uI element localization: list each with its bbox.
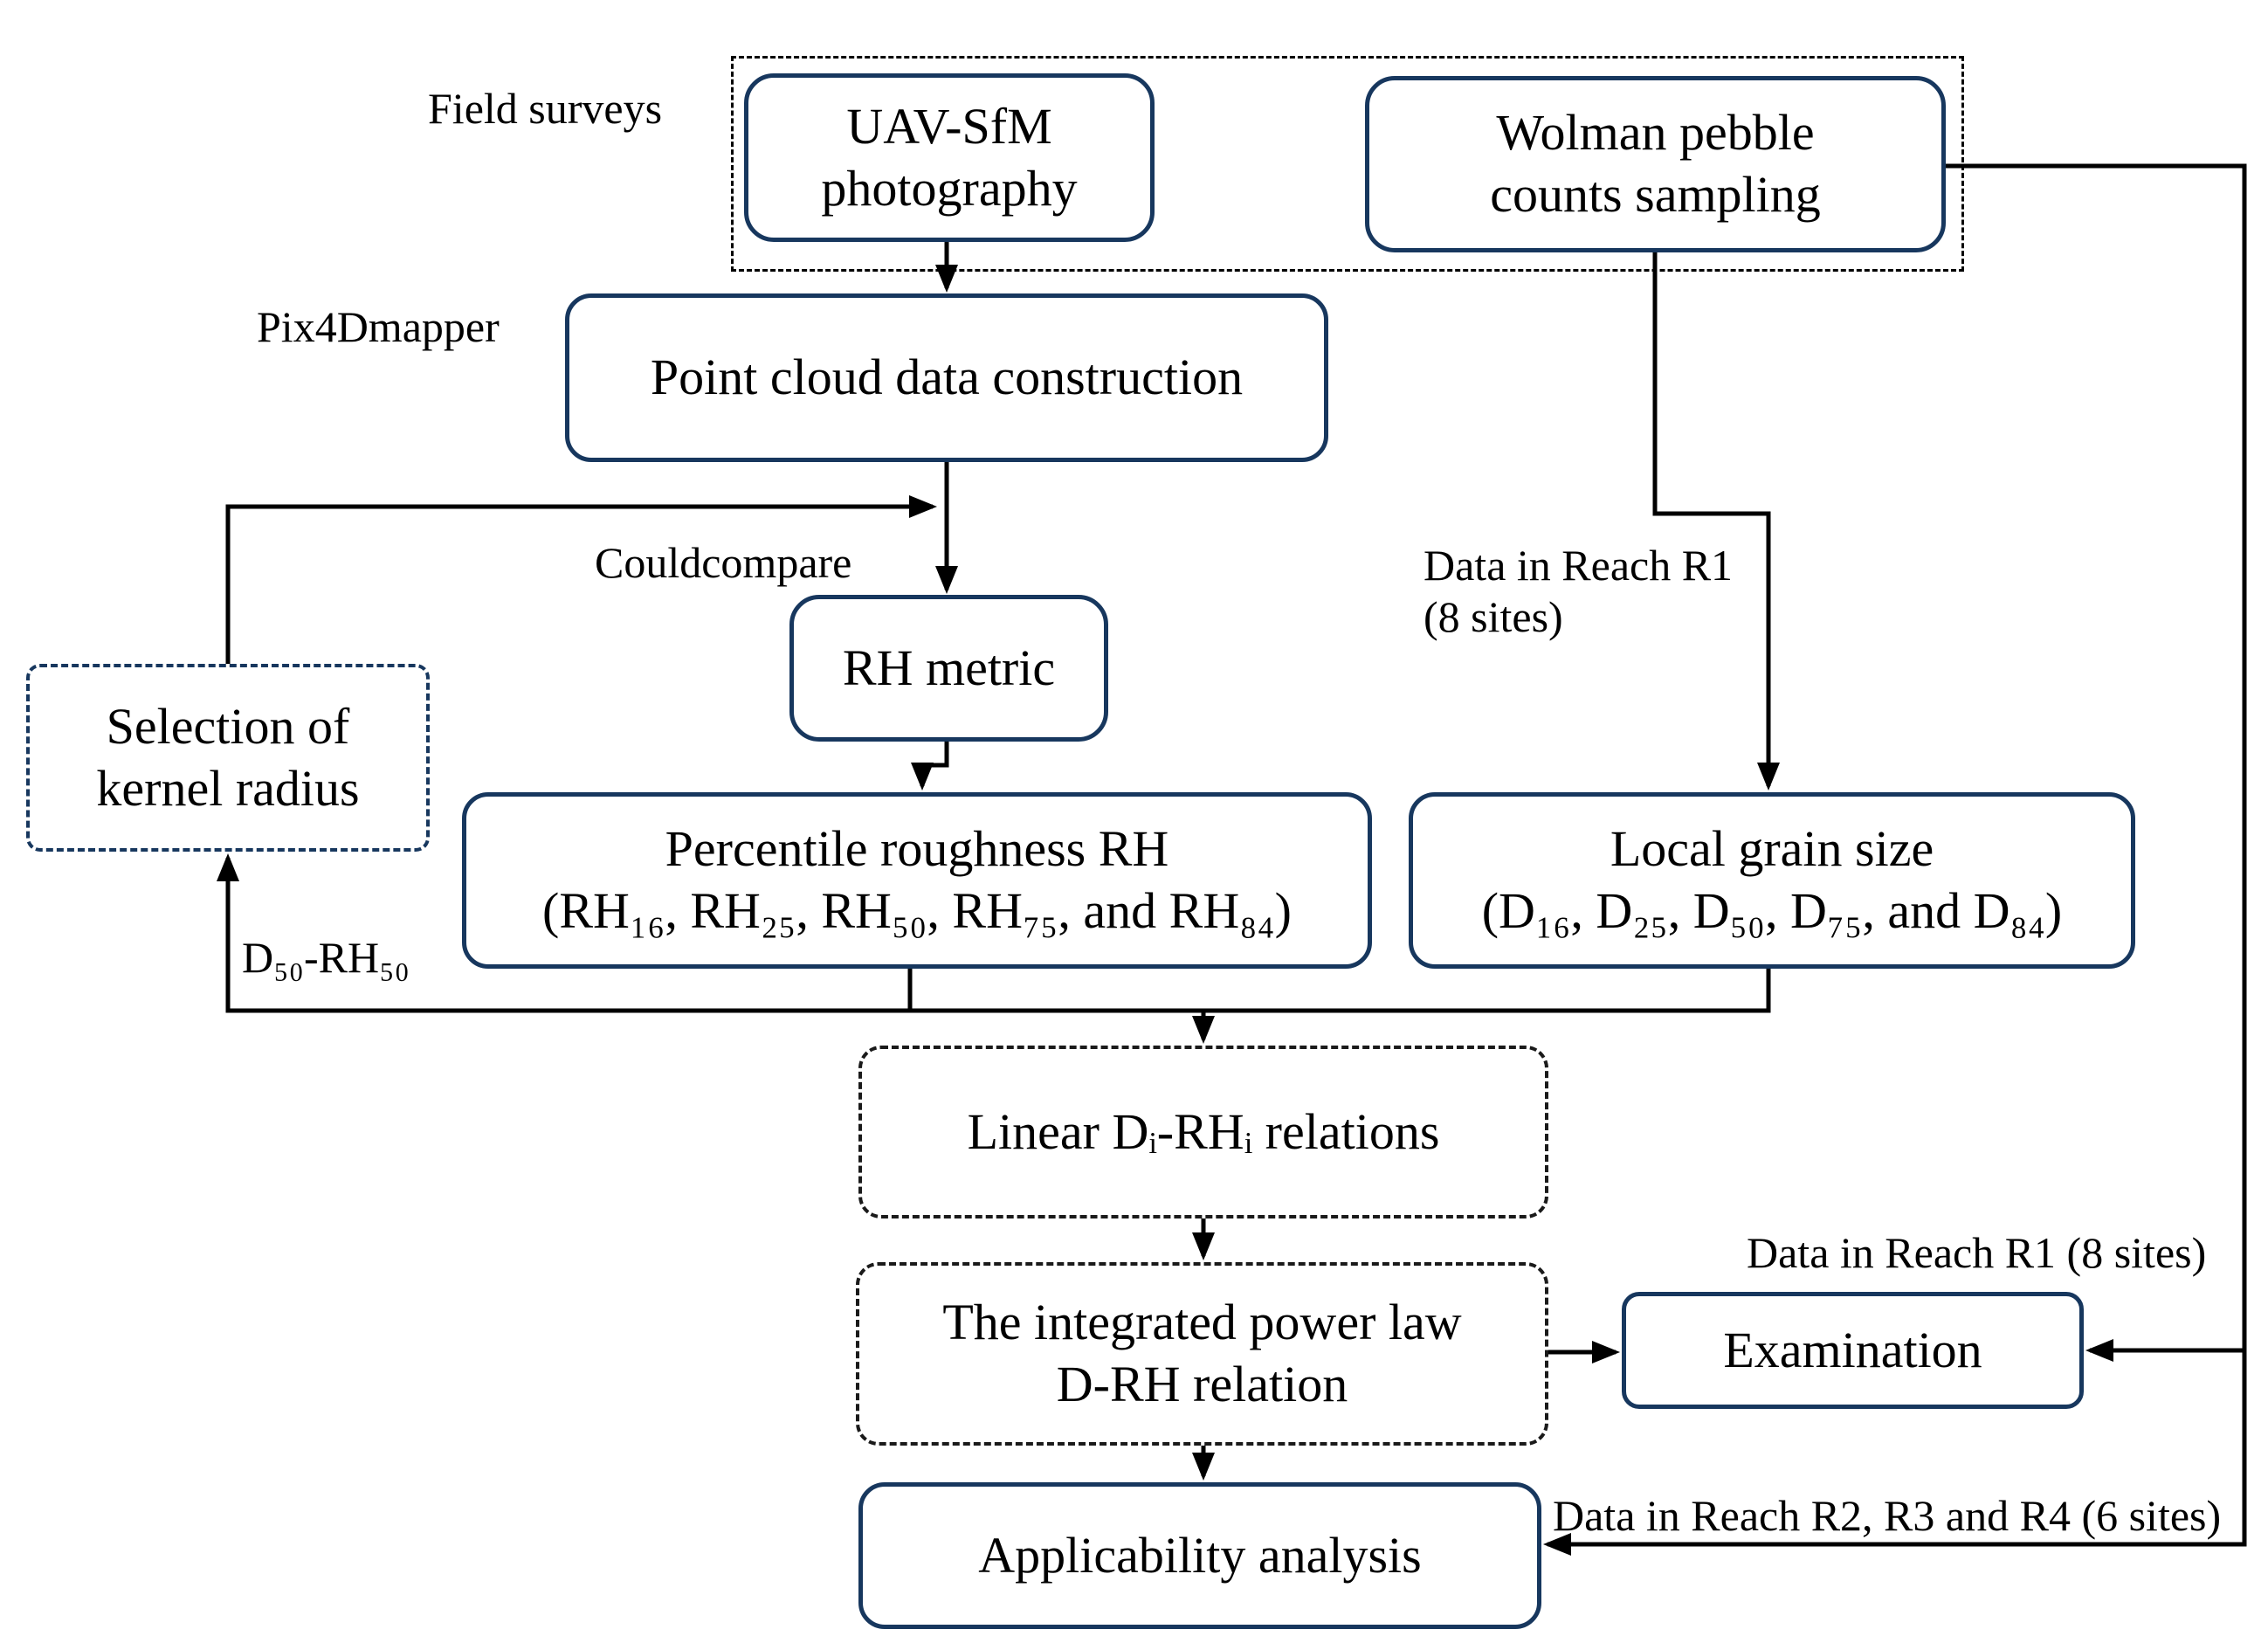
node-wolman-line1: Wolman pebble: [1496, 104, 1815, 162]
label-data-reach-r1-line1: Data in Reach R1: [1424, 541, 1734, 590]
node-local-grain-size: Local grain size (D₁₆, D₂₅, D₅₀, D₇₅, an…: [1409, 792, 2135, 969]
node-examination-label: Examination: [1723, 1321, 1982, 1378]
line-grain-merge: [1203, 969, 1771, 1013]
node-examination: Examination: [1622, 1292, 2084, 1409]
label-field-surveys: Field surveys: [428, 83, 662, 135]
node-percentile-roughness: Percentile roughness RH (RH₁₆, RH₂₅, RH₅…: [462, 792, 1372, 969]
label-field-surveys-text: Field surveys: [428, 84, 663, 133]
node-applicability-label: Applicability analysis: [978, 1526, 1422, 1584]
label-couldcompare: Couldcompare: [595, 537, 851, 589]
node-uav-line2: photography: [821, 159, 1078, 217]
node-power-line1: The integrated power law: [942, 1294, 1462, 1351]
node-kernel-line1: Selection of: [106, 697, 350, 755]
label-data-reach-r1-line2: (8 sites): [1424, 592, 1563, 641]
label-pix4dmapper: Pix4Dmapper: [257, 301, 500, 353]
arrow-rhmetric-to-percentile: [911, 742, 949, 790]
node-percentile-line2: (RH₁₆, RH₂₅, RH₅₀, RH₇₅, and RH₈₄): [542, 882, 1292, 939]
node-wolman-line2: counts sampling: [1490, 166, 1821, 223]
node-grain-line2: (D₁₆, D₂₅, D₅₀, D₇₅, and D₈₄): [1481, 882, 2063, 939]
node-wolman-pebble-counts: Wolman pebble counts sampling: [1365, 76, 1946, 252]
arrow-kernel-feedback-top: [225, 495, 937, 666]
node-kernel-radius-selection: Selection of kernel radius: [26, 664, 430, 852]
node-point-cloud-construction: Point cloud data construction: [565, 293, 1328, 462]
label-data-reach-r2-r3-r4-text: Data in Reach R2, R3 and R4 (6 sites): [1553, 1491, 2222, 1540]
label-d50-rh50: D₅₀-RH₅₀: [242, 932, 410, 984]
label-data-reach-r2-r3-r4: Data in Reach R2, R3 and R4 (6 sites): [1553, 1490, 2221, 1542]
arrow-wolman-to-grain: [1652, 252, 1780, 790]
node-uav-line1: UAV-SfM: [846, 97, 1052, 155]
node-kernel-line2: kernel radius: [96, 759, 360, 817]
line-right-rail-to-applicability: [1543, 163, 2247, 1556]
node-power-line2: D-RH relation: [1056, 1356, 1348, 1412]
node-grain-line1: Local grain size: [1610, 820, 1934, 878]
label-data-reach-r1-examination: Data in Reach R1 (8 sites): [1747, 1227, 2206, 1279]
label-couldcompare-text: Couldcompare: [595, 538, 852, 587]
node-integrated-power-law: The integrated power law D-RH relation: [856, 1262, 1548, 1446]
node-rh-metric-label: RH metric: [842, 639, 1056, 696]
node-uav-sfm-photography: UAV-SfM photography: [744, 73, 1155, 242]
label-pix4dmapper-text: Pix4Dmapper: [257, 302, 500, 351]
label-data-reach-r1-sites: Data in Reach R1 (8 sites): [1424, 540, 1733, 643]
arrow-percentile-feedback-to-kernel: [217, 853, 913, 1013]
node-applicability-analysis: Applicability analysis: [858, 1482, 1541, 1629]
node-linear-label: Linear Dᵢ-RHᵢ relations: [967, 1102, 1440, 1160]
node-point-cloud-label: Point cloud data construction: [650, 349, 1244, 406]
label-data-reach-r1-examination-text: Data in Reach R1 (8 sites): [1747, 1228, 2207, 1277]
node-percentile-line1: Percentile roughness RH: [665, 820, 1169, 878]
label-d50-rh50-text: D₅₀-RH₅₀: [242, 933, 410, 982]
node-linear-relations: Linear Dᵢ-RHᵢ relations: [858, 1046, 1548, 1218]
node-rh-metric: RH metric: [789, 595, 1108, 742]
